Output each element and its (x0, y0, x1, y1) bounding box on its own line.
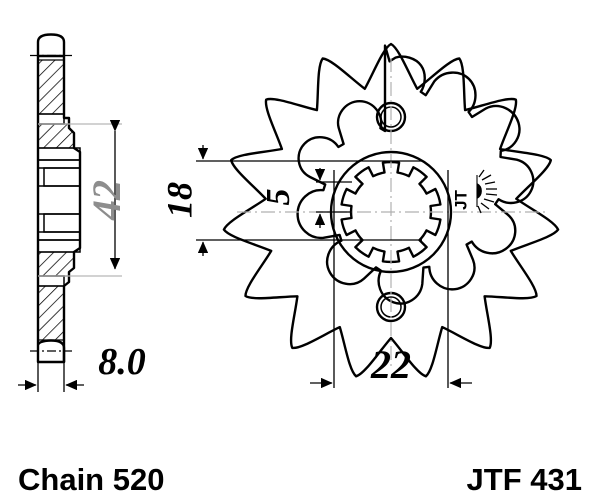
dim22-text: 22 (370, 342, 411, 387)
section-hatching (37, 59, 75, 341)
logo-sun-rays (477, 169, 498, 214)
dim42-text: 42 (84, 180, 129, 221)
logo-sun-disc (477, 183, 482, 199)
dim18-text: 18 (159, 182, 199, 218)
sprocket-gear-outline (222, 42, 560, 378)
dimension-22: 22 (310, 170, 472, 389)
spline-bore-profile (340, 160, 442, 264)
section-top-tooth (36, 33, 66, 58)
chain-label: Chain 520 (18, 462, 164, 497)
dim5-text: 5 (260, 189, 297, 206)
front-face-view (222, 42, 560, 378)
dimension-42: 42 (38, 119, 129, 277)
jt-brand-logo: JT (451, 169, 498, 214)
side-section-view (30, 33, 82, 364)
dimension-18: 18 (159, 145, 422, 256)
dimension-8-0: 8.0 (18, 340, 146, 392)
section-hub-profile (62, 54, 82, 364)
dim80-text: 8.0 (98, 341, 146, 383)
part-number-label: JTF 431 (467, 462, 582, 497)
jt-logo-text: JT (451, 189, 470, 209)
sprocket-teeth-outline (296, 44, 535, 305)
dimension-5: 5 (260, 168, 352, 228)
